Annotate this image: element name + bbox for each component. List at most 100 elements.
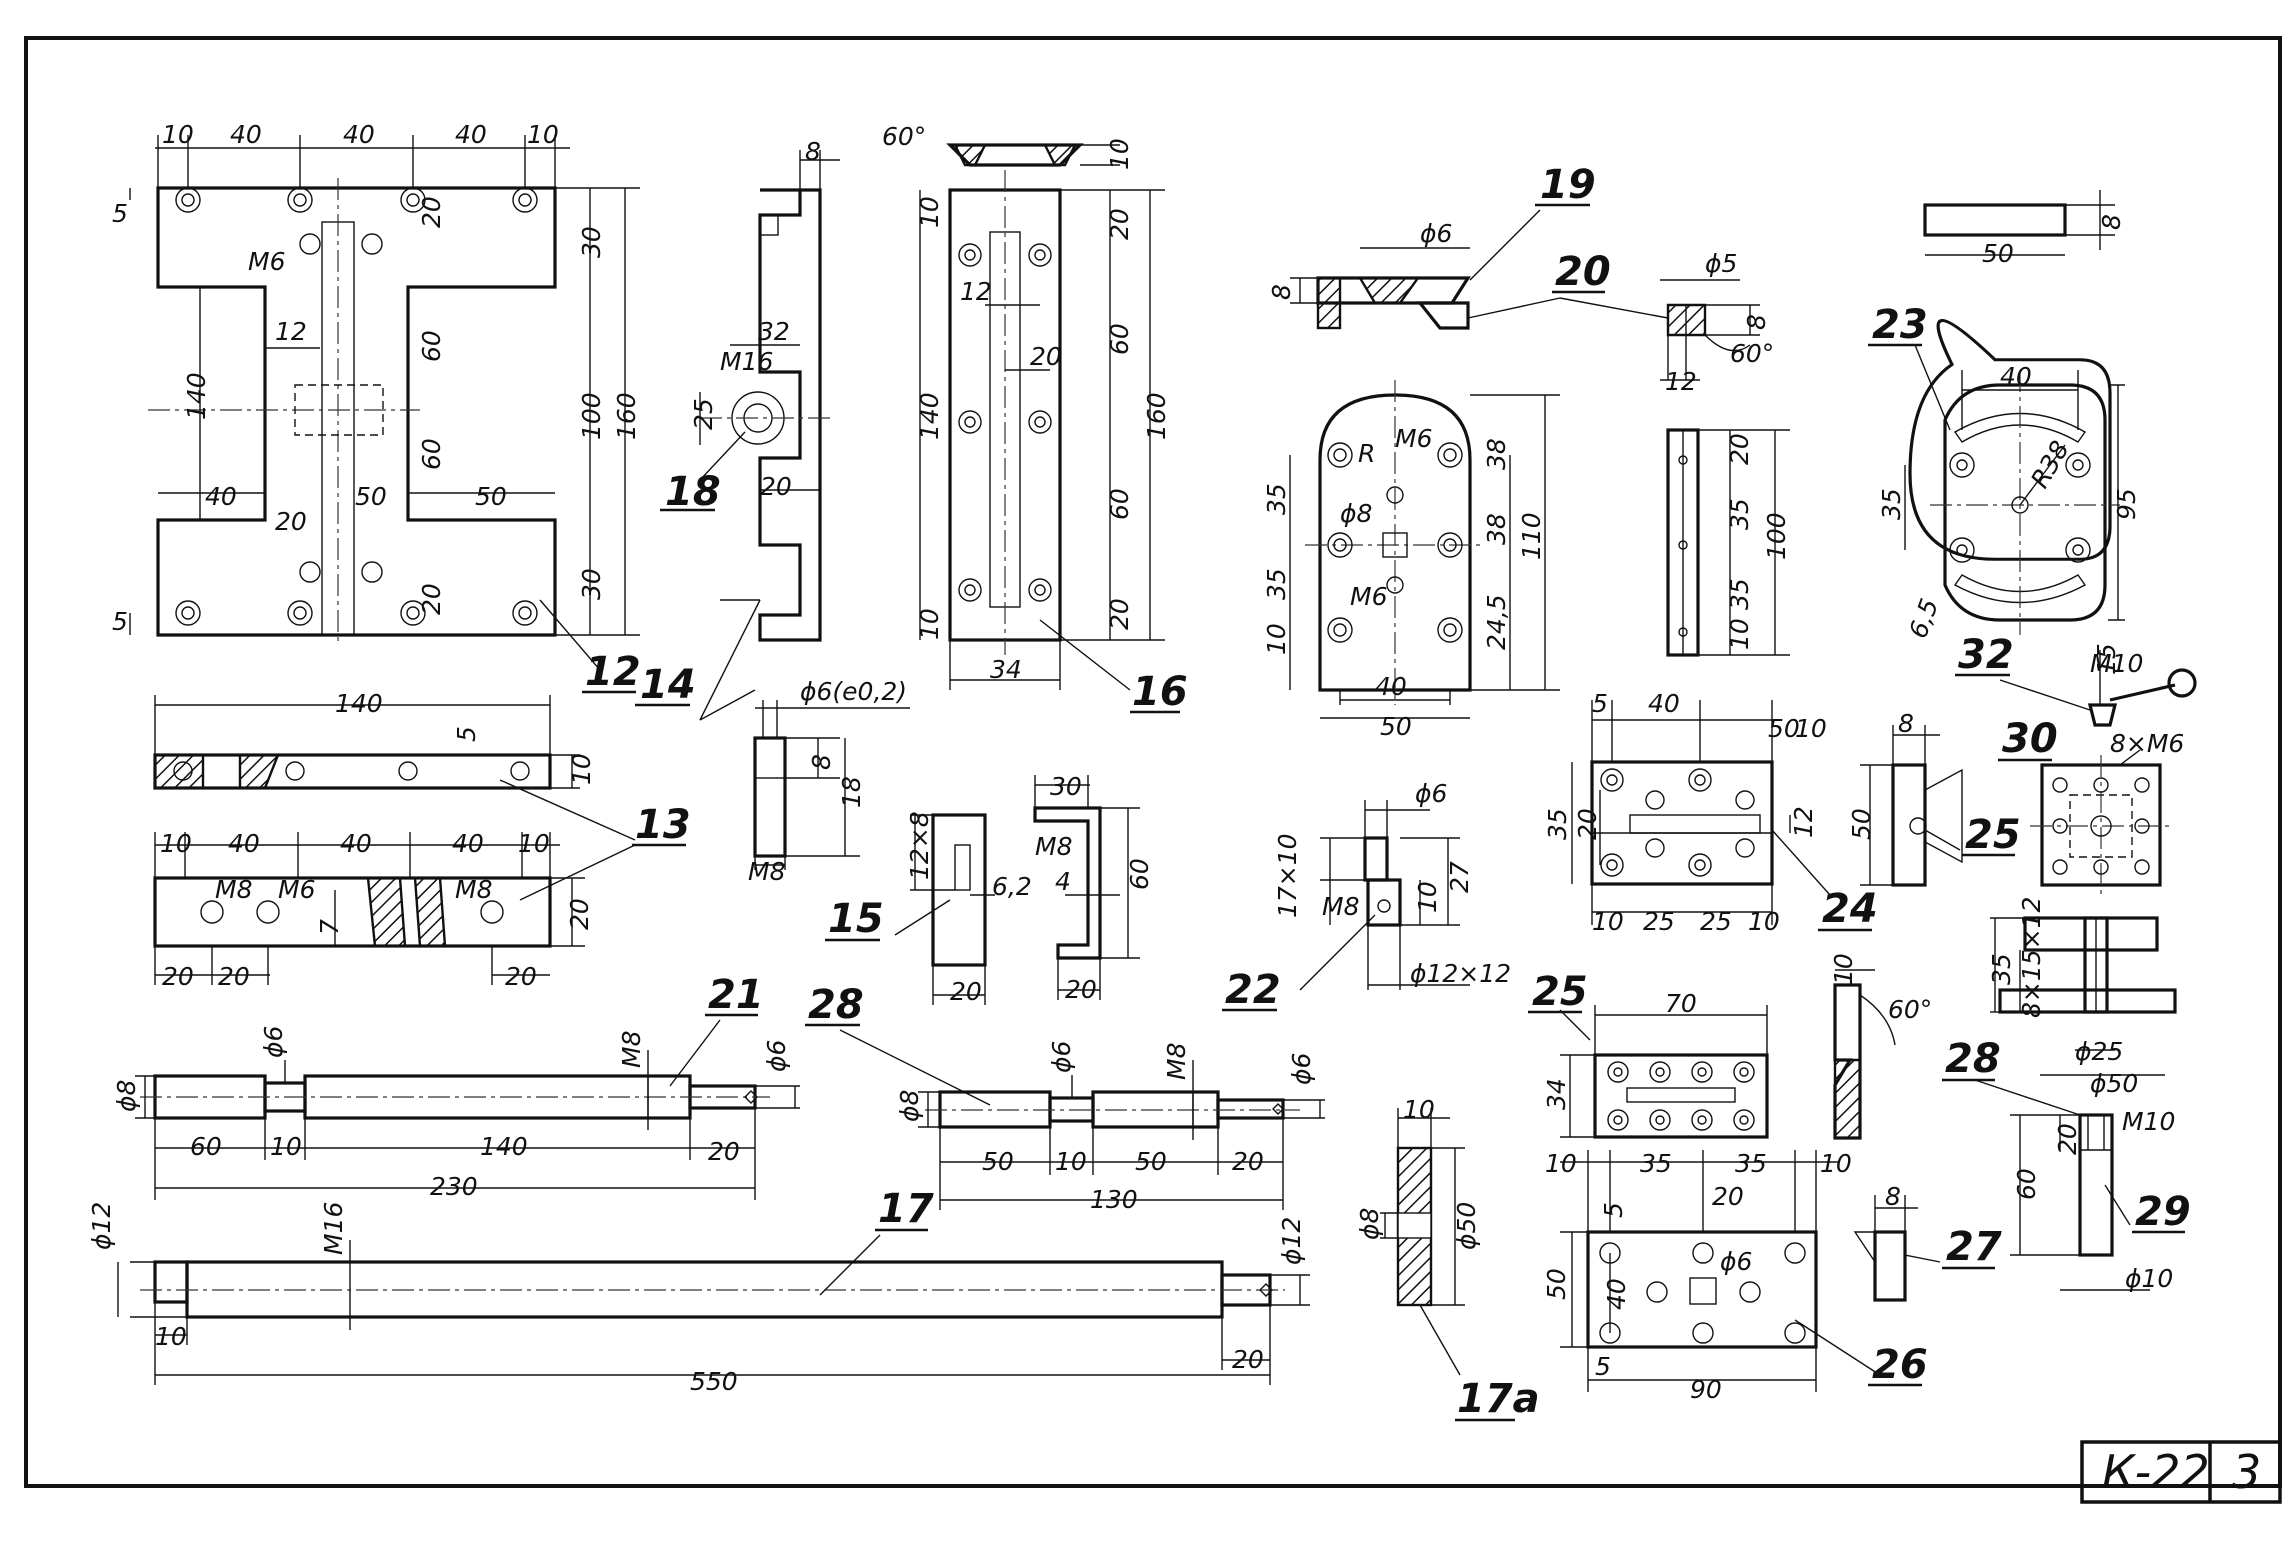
p13-dim-40a: 40 bbox=[228, 829, 260, 858]
p17-dim-m16: M16 bbox=[319, 1202, 348, 1255]
p20-dim-phi5: ϕ5 bbox=[1705, 249, 1737, 278]
p19-dim-8: 8 bbox=[1267, 284, 1296, 300]
p23-dim-6-5: 6,5 bbox=[1903, 595, 1944, 642]
part-12-label: 12 bbox=[585, 649, 641, 695]
part-28-pin-drawing: M10 20 60 ϕ10 28 29 bbox=[1942, 1036, 2191, 1293]
p12-dim-30b: 30 bbox=[577, 568, 606, 600]
p12-dim-12: 12 bbox=[275, 317, 307, 346]
p23-dim-40: 40 bbox=[2000, 362, 2032, 391]
p24-dim-12: 12 bbox=[1789, 806, 1818, 838]
p29-dim-phi8: ϕ8 bbox=[895, 1090, 924, 1122]
p13-dim-10: 10 bbox=[567, 753, 596, 785]
p15c-dim-m8: M8 bbox=[1035, 832, 1072, 861]
part-18-drawing: 8 32 M16 25 20 18 bbox=[660, 137, 840, 642]
part-15-drawing: 12×8 6,2 20 15 bbox=[825, 811, 1032, 1006]
p12-dim-40b: 40 bbox=[343, 120, 375, 149]
p12-dim-60a: 60 bbox=[417, 330, 446, 362]
p22-dim-27: 27 bbox=[1445, 861, 1474, 893]
p25p-dim-70: 70 bbox=[1665, 989, 1697, 1018]
p29-dim-10: 10 bbox=[1055, 1147, 1087, 1176]
p12-dim-40a: 40 bbox=[230, 120, 262, 149]
part-20-side-drawing: 20 35 100 35 10 bbox=[1666, 428, 1791, 657]
sheet-page: 3 bbox=[2232, 1445, 2261, 1499]
p24-dim-10b: 10 bbox=[1592, 907, 1624, 936]
p25w-dim-10: 10 bbox=[1829, 953, 1858, 985]
p13-dim-m8a: M8 bbox=[215, 875, 252, 904]
p19p-dim-m6b: M6 bbox=[1350, 582, 1387, 611]
p29-dim-130: 130 bbox=[1090, 1185, 1138, 1214]
p12-dim-10b: 10 bbox=[527, 120, 559, 149]
part-16-drawing: 60° 10 10 20 12 20 60 140 160 60 10 20 3… bbox=[882, 122, 1188, 715]
p24-dim-20: 20 bbox=[1573, 808, 1602, 840]
p29-dim-phi6a: ϕ6 bbox=[1047, 1041, 1076, 1073]
p22-dim-phi6: ϕ6 bbox=[1415, 779, 1447, 808]
p19p-dim-10: 10 bbox=[1262, 623, 1291, 655]
part-22-drawing: ϕ6 17×10 M8 27 10 ϕ12×12 22 bbox=[1222, 779, 1511, 1013]
part-24-label: 24 bbox=[1822, 886, 1878, 932]
p25p-dim-34: 34 bbox=[1542, 1078, 1571, 1110]
part-17-drawing: ϕ12 M16 ϕ12 10 550 20 17 bbox=[87, 1186, 1310, 1396]
p12-dim-100: 100 bbox=[577, 392, 606, 440]
p29-dim-phi6b: ϕ6 bbox=[1287, 1053, 1316, 1085]
part-23-label: 23 bbox=[1872, 302, 1928, 348]
p13-dim-20b: 20 bbox=[162, 962, 194, 991]
p16-dim-20a: 20 bbox=[1105, 208, 1134, 240]
p28s-dim-phi25: ϕ25 bbox=[2075, 1037, 2123, 1066]
p16-dim-10a: 10 bbox=[1105, 138, 1134, 170]
p12-dim-m6: M6 bbox=[248, 247, 285, 276]
p21-dim-60: 60 bbox=[190, 1132, 222, 1161]
p17-dim-phi12a: ϕ12 bbox=[87, 1202, 116, 1250]
part-18-label: 18 bbox=[665, 469, 721, 515]
part-29-drawing: ϕ8 ϕ6 M8 ϕ6 50 10 50 20 130 28 bbox=[805, 982, 1325, 1214]
p29-dim-50b: 50 bbox=[1135, 1147, 1167, 1176]
part-20-label: 20 bbox=[1555, 249, 1611, 295]
p16-dim-160: 160 bbox=[1142, 392, 1171, 440]
p19p-dim-r: R bbox=[1358, 439, 1375, 468]
part-28-shaft-drawing: 35 8×15×12 ϕ25 ϕ50 bbox=[1987, 897, 2177, 1098]
p18-dim-32: 32 bbox=[758, 317, 790, 346]
part-27-label: 27 bbox=[1946, 1224, 2002, 1270]
p25w-dim-60deg: 60° bbox=[1888, 995, 1932, 1024]
p13-dim-40b: 40 bbox=[340, 829, 372, 858]
part-22-label: 22 bbox=[1225, 967, 1281, 1013]
p21-dim-m8: M8 bbox=[617, 1031, 646, 1068]
p17-dim-550: 550 bbox=[690, 1367, 738, 1396]
sheet-frame bbox=[24, 36, 2282, 1488]
p15-dim-20: 20 bbox=[950, 977, 982, 1006]
p32-dim-m10: M10 bbox=[2090, 649, 2143, 678]
p19p-dim-35b: 35 bbox=[1262, 568, 1291, 600]
sheet-code: К-22 bbox=[2102, 1445, 2210, 1499]
p13-dim-140: 140 bbox=[335, 689, 383, 718]
p12-dim-40c: 40 bbox=[455, 120, 487, 149]
p25s-dim-50: 50 bbox=[1847, 808, 1876, 840]
part-15-channel-drawing: 30 M8 4 60 20 bbox=[1033, 772, 1154, 1004]
p23-dim-35: 35 bbox=[1877, 488, 1906, 520]
p26-dim-10b: 10 bbox=[1820, 1149, 1852, 1178]
p21-dim-phi6a: ϕ6 bbox=[259, 1026, 288, 1058]
p13-dim-10b: 10 bbox=[518, 829, 550, 858]
p14-dim-phi6e: ϕ6(e0,2) bbox=[800, 677, 907, 706]
part-13-drawing: 140 5 10 10 40 40 40 bbox=[153, 689, 691, 991]
part-14-label: 14 bbox=[640, 662, 696, 708]
part-28-label-a: 28 bbox=[1945, 1036, 2001, 1082]
p25s-dim-8: 8 bbox=[1898, 709, 1914, 738]
p17-dim-10: 10 bbox=[155, 1322, 187, 1351]
p17a-dim-phi50: ϕ50 bbox=[1452, 1202, 1481, 1250]
p20s-dim-35b: 35 bbox=[1725, 578, 1754, 610]
part-17a-drawing: 10 ϕ8 ϕ50 17а bbox=[1355, 1095, 1540, 1422]
p16-dim-60a: 60 bbox=[1105, 323, 1134, 355]
p13-dim-20c: 20 bbox=[218, 962, 250, 991]
p12-dim-5a: 5 bbox=[112, 199, 128, 228]
p21-dim-phi6b: ϕ6 bbox=[762, 1040, 791, 1072]
p17-dim-phi12b: ϕ12 bbox=[1277, 1217, 1306, 1265]
part-23-drawing: 50 8 40 R38 35 95 6,5 23 bbox=[1868, 190, 2141, 642]
p20-dim-12: 12 bbox=[1665, 367, 1697, 396]
p15c-dim-60: 60 bbox=[1125, 858, 1154, 890]
part-16-label: 16 bbox=[1132, 669, 1188, 715]
part-19-plan-drawing: R M6 ϕ8 M6 38 38 110 24,5 35 35 10 40 50 bbox=[1262, 380, 1560, 741]
p18-dim-25: 25 bbox=[689, 398, 718, 430]
p13-dim-7: 7 bbox=[315, 919, 344, 935]
p12-dim-140: 140 bbox=[182, 372, 211, 420]
p13-dim-20a: 20 bbox=[565, 898, 594, 930]
p15c-dim-4: 4 bbox=[1055, 867, 1071, 896]
